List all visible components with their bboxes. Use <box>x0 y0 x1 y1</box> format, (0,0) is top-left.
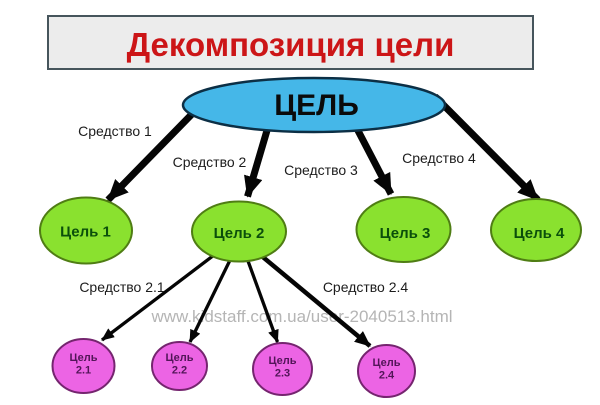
svg-text:Цель 3: Цель 3 <box>380 225 431 242</box>
svg-text:Декомпозиция цели: Декомпозиция цели <box>127 26 455 63</box>
svg-text:Цель: Цель <box>69 352 97 364</box>
svg-text:Цель 1: Цель 1 <box>60 224 111 241</box>
svg-text:Цель 2: Цель 2 <box>214 225 265 242</box>
svg-text:2.2: 2.2 <box>172 365 187 377</box>
svg-text:ЦЕЛЬ: ЦЕЛЬ <box>274 89 359 122</box>
svg-text:Средство 4: Средство 4 <box>402 150 476 166</box>
svg-text:Средство 2.1: Средство 2.1 <box>79 279 165 295</box>
svg-text:Средство 2: Средство 2 <box>173 154 247 170</box>
svg-text:2.4: 2.4 <box>379 370 395 382</box>
svg-text:Средство 3: Средство 3 <box>284 162 358 178</box>
svg-text:2.3: 2.3 <box>275 368 290 380</box>
svg-text:www.kidstaff.com.ua/user-20405: www.kidstaff.com.ua/user-2040513.html <box>150 307 452 326</box>
svg-text:Средство 1: Средство 1 <box>78 123 152 139</box>
svg-text:Цель: Цель <box>165 352 193 364</box>
svg-text:2.1: 2.1 <box>76 365 91 377</box>
svg-text:Цель 4: Цель 4 <box>514 225 565 242</box>
svg-text:Цель: Цель <box>372 357 400 369</box>
svg-text:Цель: Цель <box>268 355 296 367</box>
svg-text:Средство 2.4: Средство 2.4 <box>323 279 409 295</box>
